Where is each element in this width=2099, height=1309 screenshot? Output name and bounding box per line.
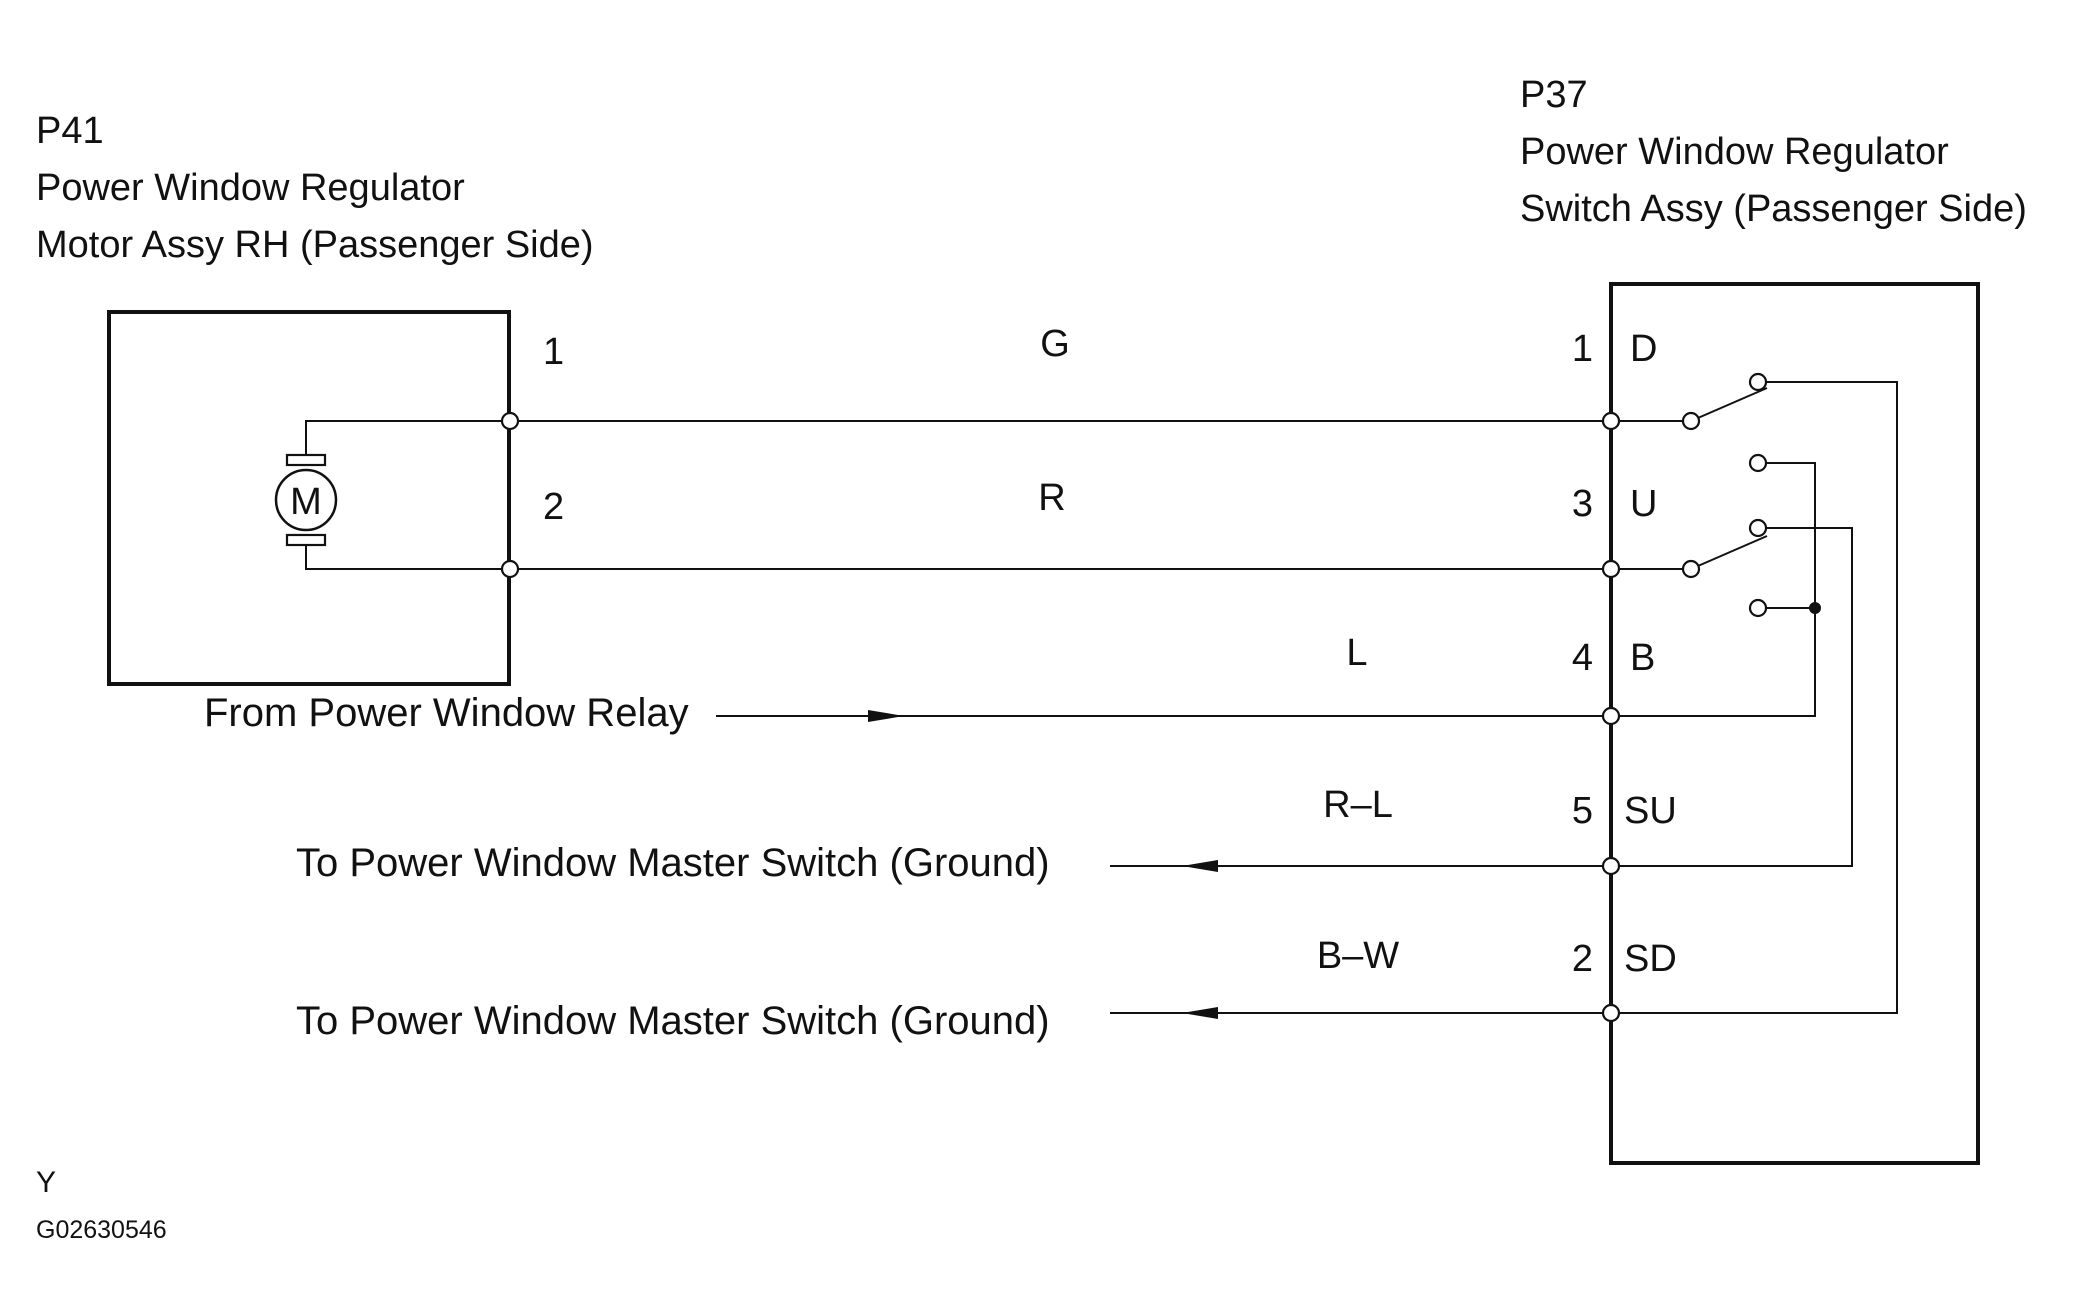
switch-pin-b-number: 4 — [1572, 637, 1593, 679]
left-component-title-line1: Power Window Regulator — [36, 167, 465, 209]
switch-pin-2-node — [1601, 1003, 1621, 1023]
switch-pin-5-node — [1601, 856, 1621, 876]
wire-color-r: R — [1038, 477, 1065, 519]
switch-pin-u-name: U — [1630, 483, 1657, 525]
switch-pin-su-name: SU — [1624, 790, 1677, 832]
figure-id: G02630546 — [36, 1216, 167, 1244]
motor-lead-bottom — [305, 545, 510, 570]
switch-u-contact-arm — [1690, 535, 1768, 570]
switch-pin-1-node — [1601, 411, 1621, 431]
right-component-title-line1: Power Window Regulator — [1520, 131, 1949, 173]
motor-icon: M — [274, 468, 338, 532]
junction-dot — [1809, 602, 1821, 614]
right-component-title-line2: Switch Assy (Passenger Side) — [1520, 188, 2027, 230]
switch-pin-su-number: 5 — [1572, 790, 1593, 832]
switch-b-contact-node-bottom — [1748, 598, 1768, 618]
left-component-code: P41 — [36, 110, 104, 152]
switch-pin-sd-number: 2 — [1572, 938, 1593, 980]
switch-d-contact-arm — [1690, 387, 1768, 422]
switch-assy-box — [1609, 282, 1980, 1165]
motor-pin-1-node — [500, 411, 520, 431]
arrow-to-master-su-icon — [1182, 860, 1218, 872]
motor-symbol-label: M — [290, 481, 322, 523]
switch-b-supply — [1611, 462, 1816, 717]
motor-brush-top — [285, 453, 327, 467]
switch-sd-return — [1611, 381, 1898, 1014]
switch-d-common-node — [1681, 411, 1701, 431]
motor-brush-bottom — [285, 533, 327, 547]
switch-pin-u-number: 3 — [1572, 483, 1593, 525]
motor-assy-box — [107, 310, 511, 686]
switch-pin-d-number: 1 — [1572, 328, 1593, 370]
motor-lead-top — [305, 420, 510, 455]
footer-code: Y — [36, 1166, 56, 1199]
to-master-su-label: To Power Window Master Switch (Ground) — [296, 841, 1050, 885]
switch-d-contact-node — [1748, 372, 1768, 392]
switch-pin-b-name: B — [1630, 637, 1655, 679]
motor-pin-2-node — [500, 559, 520, 579]
wire-color-b-w: B–W — [1317, 935, 1399, 977]
switch-u-contact-node — [1748, 518, 1768, 538]
wire-color-r-l: R–L — [1323, 784, 1393, 826]
to-master-sd-label: To Power Window Master Switch (Ground) — [296, 999, 1050, 1043]
arrow-to-master-sd-icon — [1182, 1007, 1218, 1019]
switch-su-return — [1611, 527, 1853, 867]
switch-pin-sd-name: SD — [1624, 938, 1677, 980]
switch-b-contact-node-top — [1748, 453, 1768, 473]
switch-u-common-node — [1681, 559, 1701, 579]
motor-pin-1-label: 1 — [543, 331, 564, 373]
arrow-from-relay-icon — [868, 710, 904, 722]
right-component-code: P37 — [1520, 74, 1588, 116]
wire-color-l: L — [1346, 632, 1367, 674]
switch-pin-4-node — [1601, 706, 1621, 726]
switch-pin-3-node — [1601, 559, 1621, 579]
motor-pin-2-label: 2 — [543, 486, 564, 528]
from-relay-label: From Power Window Relay — [204, 691, 689, 735]
wire-color-g: G — [1040, 323, 1070, 365]
left-component-title-line2: Motor Assy RH (Passenger Side) — [36, 224, 594, 266]
switch-pin-d-name: D — [1630, 328, 1657, 370]
